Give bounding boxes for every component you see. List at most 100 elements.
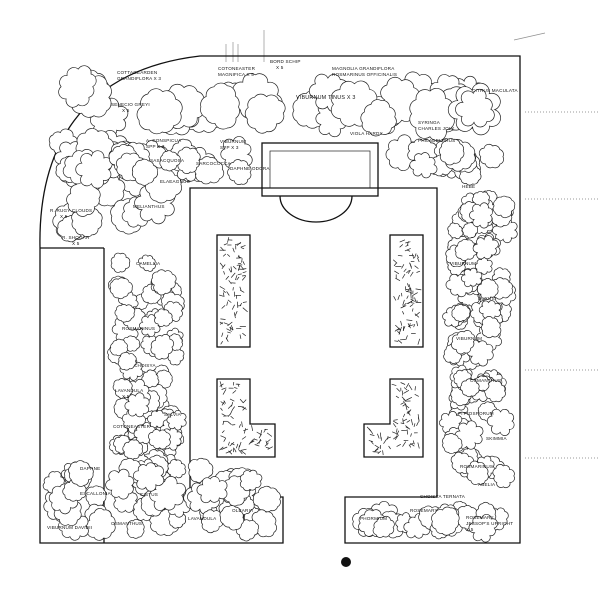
stipple-mark xyxy=(374,444,379,448)
stipple-mark xyxy=(410,443,415,447)
stipple-mark xyxy=(413,423,416,427)
stipple-mark xyxy=(220,435,226,439)
plant-label: A. CONSPICUA xyxy=(146,138,182,143)
stipple-mark xyxy=(406,283,410,288)
stipple-mark xyxy=(243,428,247,434)
stipple-mark xyxy=(402,441,407,447)
shrub-symbol xyxy=(109,277,133,300)
plant-label: ROSMARINUS OFFICINALIS xyxy=(332,72,397,77)
plant-label: ELAEAGNUS xyxy=(160,179,190,184)
stipple-mark xyxy=(406,319,413,321)
stipple-mark xyxy=(227,405,232,409)
stipple-mark xyxy=(239,398,244,404)
stipple-mark xyxy=(400,320,403,326)
stipple-mark xyxy=(400,402,404,405)
stipple-mark xyxy=(392,423,397,428)
stipple-mark xyxy=(406,396,413,401)
plant-label: PHILADELPHUS xyxy=(418,138,455,143)
shrub-symbol xyxy=(431,506,460,536)
plant-label: ROSMARINUS xyxy=(122,326,155,331)
plant-label: X 5 xyxy=(276,65,284,70)
stipple-mark xyxy=(222,421,225,426)
stipple-beds xyxy=(216,234,424,458)
stipple-mark xyxy=(222,292,225,297)
stipple-mark xyxy=(228,268,232,273)
stipple-mark xyxy=(219,381,223,388)
plant-label: SARCOCOCCA xyxy=(196,161,232,166)
stipple-mark xyxy=(414,253,417,259)
stipple-mark xyxy=(417,442,420,449)
plant-label: LAVANDULA xyxy=(115,388,144,393)
stipple-mark xyxy=(240,265,244,270)
plant-label: PITTOSPORUM xyxy=(458,411,494,416)
plant-label: X 5 xyxy=(122,108,130,113)
stipple-mark xyxy=(243,399,247,403)
stipple-mark xyxy=(220,407,223,411)
shrub-symbol xyxy=(472,235,499,260)
stipple-mark xyxy=(232,266,237,270)
stipple-mark xyxy=(229,326,234,331)
stipple-mark xyxy=(229,325,232,330)
plant-label: BORD SCHIP xyxy=(270,59,301,64)
plant-label: VIBURNUM xyxy=(456,336,482,341)
stipple-mark xyxy=(400,305,407,309)
stipple-mark xyxy=(264,442,269,447)
plant-label: X 5 xyxy=(72,241,80,246)
stipple-mark xyxy=(241,258,243,263)
stipple-mark xyxy=(242,301,247,303)
shrub-symbol xyxy=(124,392,150,418)
shrub-symbol xyxy=(132,158,158,186)
stipple-mark xyxy=(236,276,240,281)
shrub-symbol xyxy=(138,254,156,272)
plant-label: ROSMARINUS xyxy=(460,464,493,469)
stipple-mark xyxy=(223,243,228,246)
stipple-mark xyxy=(401,396,406,402)
stipple-mark xyxy=(228,280,232,285)
stipple-mark xyxy=(407,324,414,327)
stipple-mark xyxy=(403,387,408,391)
shrub-symbol xyxy=(136,88,183,135)
plant-label: CISTUS xyxy=(140,492,158,497)
stipple-mark xyxy=(225,275,230,280)
plant-label: R. SHOGAR xyxy=(62,235,90,240)
shrub-symbol xyxy=(469,202,493,229)
shrub-symbol xyxy=(252,485,281,513)
stipple-mark xyxy=(231,442,235,446)
shrub-symbol xyxy=(442,433,463,455)
stipple-mark xyxy=(405,291,412,293)
stipple-mark xyxy=(235,275,238,281)
plant-label: GRANDIFLORA X 3 xyxy=(117,76,161,81)
stipple-mark xyxy=(366,426,372,432)
stipple-mark xyxy=(227,441,230,446)
stipple-mark xyxy=(402,273,406,279)
stipple-mark xyxy=(242,271,247,274)
stipple-mark xyxy=(414,297,416,302)
stipple-mark xyxy=(232,287,234,291)
stipple-mark xyxy=(408,384,413,391)
stipple-mark xyxy=(372,451,379,453)
stipple-mark xyxy=(408,444,412,448)
shrub-symbol xyxy=(201,509,225,534)
shrub-symbol xyxy=(110,252,131,273)
stipple-mark xyxy=(393,419,398,421)
stipple-mark xyxy=(415,288,422,291)
shrub-symbol xyxy=(451,304,471,322)
stipple-mark xyxy=(241,450,247,455)
stipple-mark xyxy=(239,334,242,339)
stipple-mark xyxy=(410,271,414,277)
shrub-symbol xyxy=(68,460,94,487)
plant-label: DAPHNE xyxy=(80,466,100,471)
plant-label: MAGNIFICA X 5 xyxy=(218,72,254,77)
stipple-mark xyxy=(397,330,401,334)
stipple-mark xyxy=(410,433,412,437)
shrub-symbol xyxy=(159,150,181,172)
plant-label: ROSEMARY xyxy=(410,508,438,513)
stipple-mark xyxy=(231,326,234,331)
plant-label: OLEARIA xyxy=(232,508,254,513)
stipple-mark xyxy=(240,245,246,248)
stipple-mark xyxy=(241,406,247,410)
plant-label: JESSOP'S UPRIGHT xyxy=(466,521,513,526)
terrace xyxy=(261,142,379,223)
stipple-mark xyxy=(240,247,245,250)
shrub-symbol xyxy=(148,429,171,450)
